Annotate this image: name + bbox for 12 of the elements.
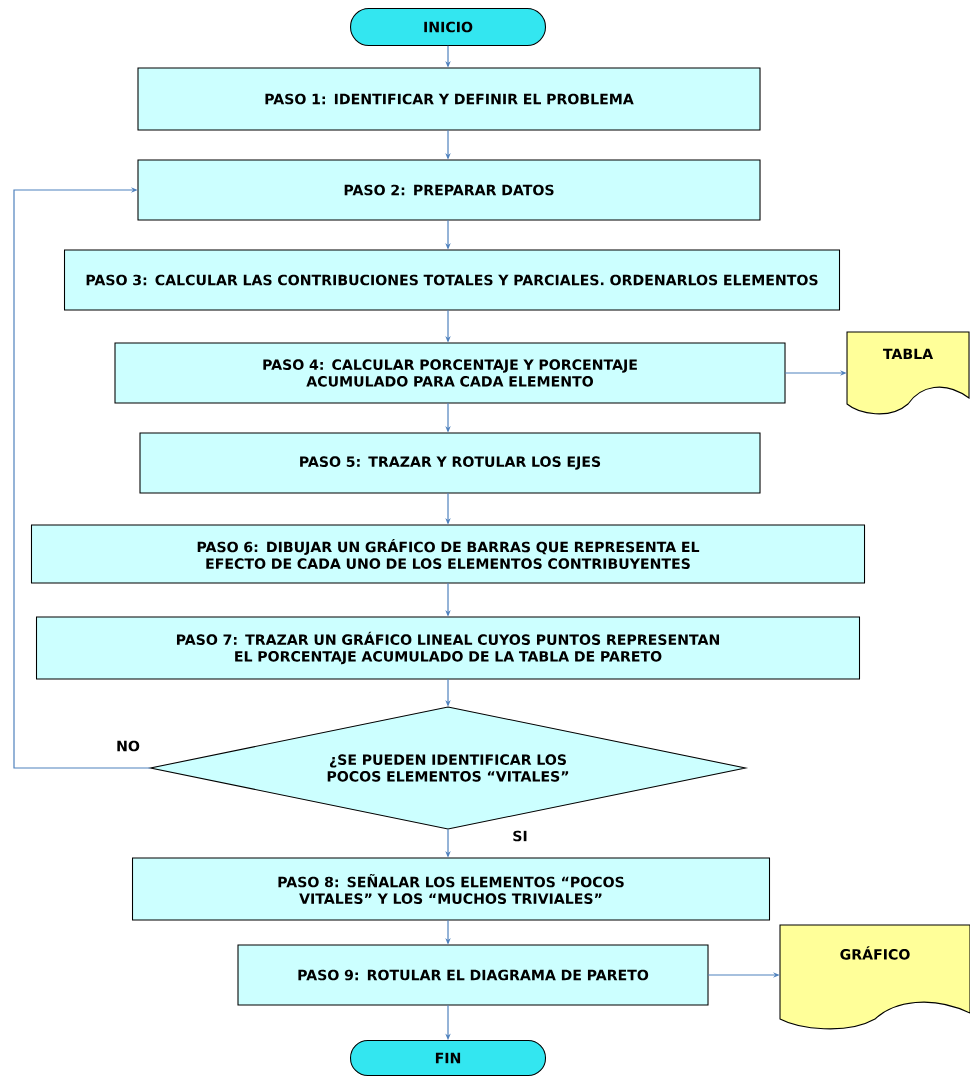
process-box: PASO 4: CALCULAR PORCENTAJE Y PORCENTAJE ACUMULADO PARA CADA ELEMENTO	[114, 342, 786, 404]
process-box: PASO 7: TRAZAR UN GRÁFICO LINEAL CUYOS PUNTOS REPRESENTAN EL PORCENTAJE ACUMULADO DE LA TABLA DE PARETO	[35, 616, 861, 680]
process-box: PASO 3: CALCULAR LAS CONTRIBUCIONES TOTALES Y PARCIALES. ORDENARLOS ELEMENTOS	[63, 249, 841, 311]
process-box: PASO 1: IDENTIFICAR Y DEFINIR EL PROBLEMA	[137, 67, 761, 131]
process-box: PASO 6: DIBUJAR UN GRÁFICO DE BARRAS QUE REPRESENTA EL EFECTO DE CADA UNO DE LOS ELEMENTOS CONTRIBUYENTES	[30, 524, 866, 584]
process-box: PASO 8: SEÑALAR LOS ELEMENTOS “POCOS VITALES” Y LOS “MUCHOS TRIVIALES”	[131, 857, 771, 921]
process-box: PASO 2: PREPARAR DATOS	[137, 159, 761, 221]
arrow	[13, 187, 151, 769]
process-box: PASO 9: ROTULAR EL DIAGRAMA DE PARETO	[237, 944, 709, 1006]
edge-label: NO	[114, 738, 142, 754]
process-box: PASO 5: TRAZAR Y ROTULAR LOS EJES	[139, 432, 761, 494]
edge-label: SI	[510, 828, 530, 844]
